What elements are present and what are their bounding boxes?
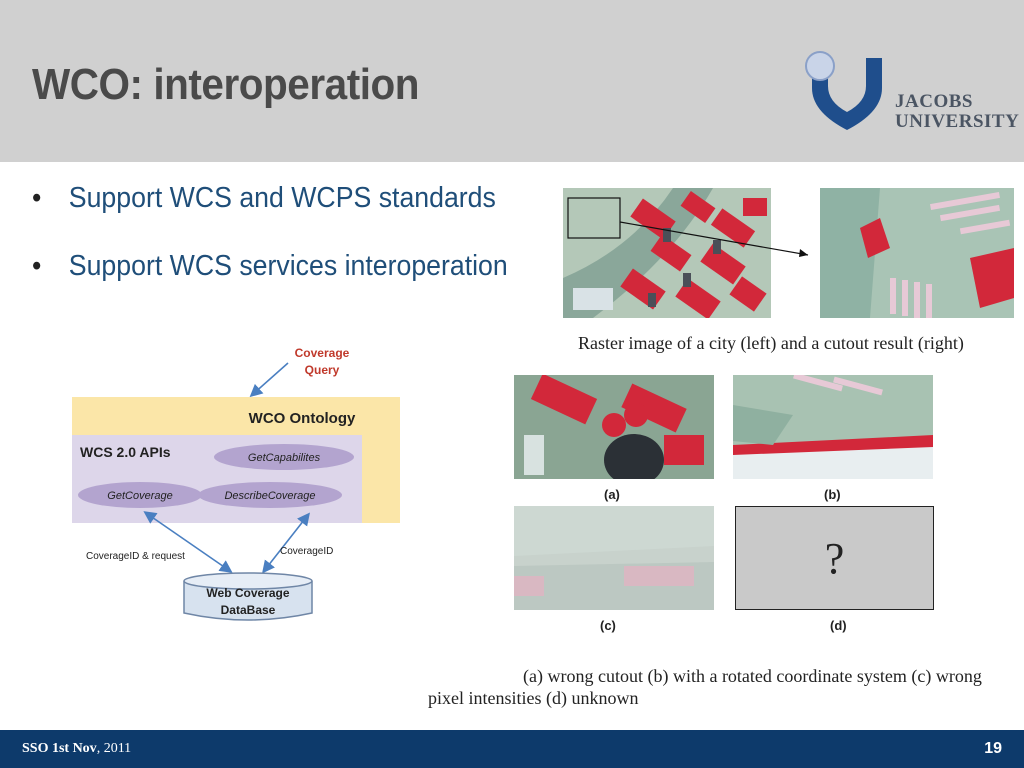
wco-diagram: Coverage Query WCO Ontology WCS 2.0 APIs… [72, 346, 400, 621]
label-b: (b) [824, 487, 841, 502]
coverage-query-line2: Query [305, 363, 340, 377]
page-number: 19 [984, 740, 1002, 757]
query-arrow [249, 362, 289, 398]
op-getcoverage-label: GetCoverage [107, 490, 172, 502]
op-getcapabilities [214, 444, 354, 470]
database-top [183, 572, 313, 590]
cutout-arrow [619, 221, 809, 257]
bullet-text: Support WCS and WCPS standards [68, 182, 496, 214]
cutout-result-image [820, 188, 1014, 318]
db-line2: DataBase [221, 603, 276, 617]
left-edge-arrow [143, 511, 233, 573]
top-caption: Raster image of a city (left) and a cuto… [578, 333, 964, 353]
bullet-symbol: • [32, 182, 42, 214]
bottom-caption-line2: pixel intensities (d) unknown [428, 688, 639, 708]
logo-line2: UNIVERSITY [895, 111, 1020, 132]
figure-c-image [514, 506, 714, 610]
circle-icon [805, 51, 835, 81]
bullet-symbol: • [32, 250, 42, 282]
database-cylinder [183, 581, 313, 621]
label-a: (a) [604, 487, 620, 502]
unknown-glyph: ? [824, 534, 845, 583]
wco-ontology-label: WCO Ontology [249, 410, 356, 427]
figure-d-unknown-box: ? [735, 506, 934, 610]
label-d: (d) [830, 618, 847, 633]
raster-city-image [563, 188, 771, 318]
bullet-text: Support WCS services interoperation [68, 250, 508, 282]
footer-date: , 2011 [96, 741, 132, 756]
bottom-caption-line1: (a) wrong cutout (b) with a rotated coor… [523, 666, 982, 686]
edge-left-label: CoverageID & request [86, 551, 185, 562]
figure-b-image [733, 375, 933, 479]
slide-title: WCO: interoperation [32, 60, 420, 109]
label-c: (c) [600, 618, 616, 633]
op-describecoverage-label: DescribeCoverage [224, 490, 315, 502]
op-getcapabilities-label: GetCapabilites [248, 452, 321, 464]
logo-line1: JACOBS [895, 91, 973, 112]
logo-text: JACOBS UNIVERSITY [895, 92, 1019, 132]
figure-a-image [514, 375, 714, 479]
footer-event: SSO 1st Nov [22, 741, 97, 756]
cutout-selection-box [567, 197, 621, 239]
wcs-apis-label: WCS 2.0 APIs [80, 444, 171, 460]
slide-footer: SSO 1st Nov, 2011 19 [0, 730, 1024, 768]
coverage-query-line1: Coverage [295, 346, 350, 360]
right-edge-arrow [262, 512, 310, 574]
db-line1: Web Coverage [206, 586, 289, 600]
op-getcoverage [78, 482, 202, 508]
footer-text: SSO 1st Nov, 2011 [22, 741, 131, 757]
op-describecoverage [198, 482, 342, 508]
jacobs-university-logo [805, 51, 882, 130]
edge-right-label: CoverageID [280, 546, 333, 557]
